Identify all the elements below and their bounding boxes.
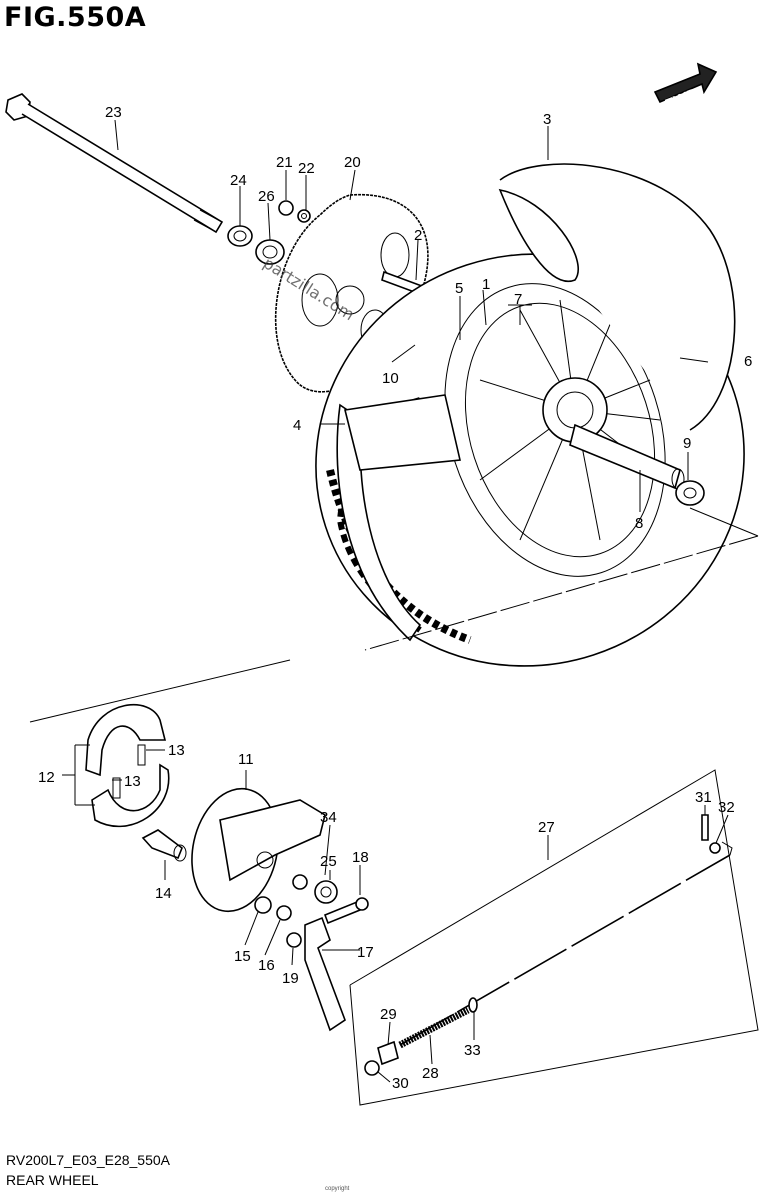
callout-2: 2 [414, 227, 422, 244]
fwd-arrow-icon: FWD [653, 62, 718, 114]
brake-rod-icon [399, 841, 733, 1046]
callout-7: 7 [514, 291, 522, 308]
leader-line [689, 507, 759, 537]
callout-13-upper: 13 [168, 742, 185, 759]
callout-1: 1 [482, 276, 490, 293]
washer-icon [292, 874, 308, 890]
leader-line [29, 659, 291, 723]
figure-title: FIG.550A [4, 2, 147, 33]
callout-18: 18 [352, 849, 369, 866]
inner-tube-icon [498, 163, 736, 431]
axle-icon [5, 93, 224, 234]
washer-icon [297, 209, 311, 223]
nut-icon [364, 1060, 380, 1076]
callout-11: 11 [238, 751, 254, 768]
leader-line [364, 535, 759, 651]
callout-8: 8 [635, 515, 643, 532]
callout-10: 10 [382, 370, 399, 387]
nut-icon [278, 200, 294, 216]
washer-icon [709, 842, 721, 854]
collar-icon [227, 225, 253, 247]
callout-28: 28 [422, 1065, 439, 1082]
brake-lever-icon [304, 916, 346, 1032]
tire-tread-icon [336, 394, 461, 642]
callout-29: 29 [380, 1006, 397, 1023]
callout-9: 9 [683, 435, 691, 452]
callout-19: 19 [282, 970, 299, 987]
brake-shoe-icon [85, 704, 170, 828]
washer-icon [468, 997, 478, 1013]
bolt-icon [323, 897, 369, 925]
nut-icon [314, 880, 338, 904]
callout-15: 15 [234, 948, 251, 965]
callout-17: 17 [357, 944, 374, 961]
callout-33: 33 [464, 1042, 481, 1059]
callout-labels: 1 2 3 4 5 6 7 8 9 10 11 12 13 13 14 15 1… [38, 104, 752, 1092]
callout-32: 32 [718, 799, 735, 816]
callout-22: 22 [298, 160, 315, 177]
callout-4: 4 [293, 417, 301, 434]
leader-line [349, 769, 759, 1106]
callout-5: 5 [455, 280, 463, 297]
callout-26: 26 [258, 188, 275, 205]
brake-panel-icon [191, 787, 326, 913]
callout-12: 12 [38, 769, 55, 786]
model-code: RV200L7_E03_E28_550A [6, 1152, 171, 1168]
callout-25: 25 [320, 853, 337, 870]
bearing-icon [675, 480, 705, 506]
pin-icon [701, 814, 709, 841]
callout-21: 21 [276, 154, 293, 171]
washer-icon [276, 905, 292, 921]
diagram-caption: REAR WHEEL [6, 1172, 99, 1188]
callout-23: 23 [105, 104, 122, 121]
callout-31: 31 [695, 789, 712, 806]
callout-27: 27 [538, 819, 555, 836]
callout-24: 24 [230, 172, 247, 189]
brake-cam-icon [141, 829, 187, 862]
callout-13-lower: 13 [124, 773, 141, 790]
o-ring-icon [254, 896, 272, 914]
footer-copyright: copyright [325, 1186, 350, 1192]
callout-14: 14 [155, 885, 172, 902]
callout-20: 20 [344, 154, 361, 171]
leader-lines [62, 119, 729, 1083]
callout-16: 16 [258, 957, 275, 974]
callout-34: 34 [320, 809, 337, 826]
callout-3: 3 [543, 111, 551, 128]
nut-icon [286, 932, 302, 948]
spring-icon [398, 1006, 470, 1049]
callout-30: 30 [392, 1075, 409, 1092]
callout-6: 6 [744, 353, 752, 370]
joint-icon [377, 1040, 399, 1066]
